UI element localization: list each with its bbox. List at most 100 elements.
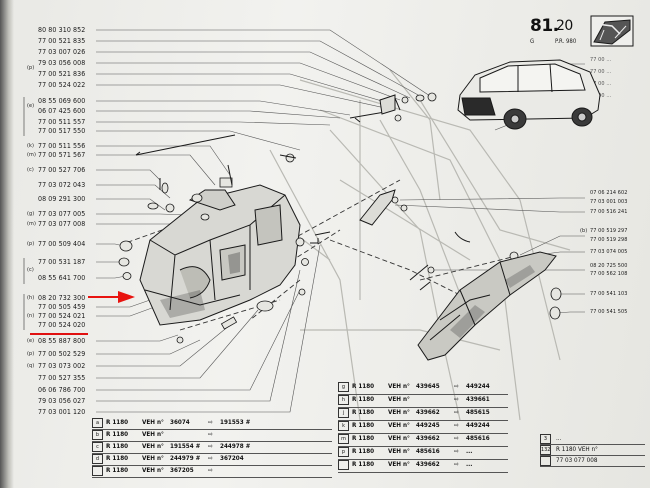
arrow-right-icon: ⇨ [454,448,459,455]
cell-n2: ... [466,461,473,468]
part-code-c15: 08 09 291 300 [38,195,86,203]
part-code-c03: 77 03 007 026 [38,48,86,56]
page-pr-label: P.R. 980 [555,38,577,45]
cell-model: R 1180 [352,435,375,442]
row-letter [338,460,349,470]
part-code-r05: 77 00 519 298 [590,237,628,243]
table-divider [92,429,332,430]
arrow-right-icon: ⇨ [454,383,459,390]
table-divider [540,444,645,445]
part-code-c17: 77 03 077 008 [38,220,86,228]
cell-text: R 1180 VEH n° [556,446,598,453]
part-code-c19: 77 00 531 187 [38,258,86,266]
cell-veh: VEH n° [142,467,164,474]
prefix-p13: (p) [27,351,35,357]
cell-model: R 1180 [106,443,129,450]
part-code-r03: 77 00 516 241 [590,209,628,215]
cell-n2: 485616 [466,435,490,442]
part-code-c22: 77 00 505 459 [38,303,86,311]
part-code-r07: 08 20 725 500 [590,263,628,269]
part-code-c07: 08 55 069 600 [38,97,86,105]
cell-n1: 439662 [416,409,440,416]
prefix-p08: (p) [27,241,35,247]
part-code-t03: 77 00 ... [590,81,612,87]
part-code-c28: 77 00 527 355 [38,374,86,382]
part-code-c20: 08 55 641 700 [38,274,86,282]
prefix-p07: (m) [27,221,36,227]
part-code-t04: 77 00 ... [590,93,612,99]
part-code-t01: 77 00 ... [590,57,612,63]
part-code-c29: 06 06 786 700 [38,386,86,394]
part-code-c25: 08 55 887 800 [38,337,86,345]
table-divider [92,441,332,442]
cell-n2: 449244 [466,422,490,429]
table-divider [338,433,508,434]
part-code-c26: 77 00 502 529 [38,350,86,358]
table-row: 3... [540,434,645,444]
arrow-right-icon: ⇨ [454,409,459,416]
cell-n1: 36074 [170,419,190,426]
part-code-c09: 77 00 511 557 [38,118,86,126]
heater-box-assembly [139,184,301,326]
part-code-c24: 77 00 524 020 [38,321,86,329]
row-letter: 3 [540,434,551,444]
cell-text: 77 03 077 008 [556,457,598,464]
arrow-right-icon: ⇨ [454,461,459,468]
prefix-p14: (q) [27,363,35,369]
cell-n1: 367205 [170,467,194,474]
page-number: 81. [530,16,559,36]
part-code-c21: 08 20 732 300 [38,294,86,302]
cell-model: R 1180 [352,422,375,429]
cell-n1: 191554 # [170,443,201,450]
cell-model: R 1180 [352,396,375,403]
prefix-p05: (c) [27,167,34,173]
air-intake-duct [417,251,557,361]
header-pictogram-icon [590,15,634,47]
row-letter [540,456,551,466]
prefix-p01: (p) [27,65,35,71]
cell-n1: 439662 [416,461,440,468]
cell-n1: 439662 [416,435,440,442]
prefix-p02: (e) [27,103,35,109]
row-letter: k [338,421,349,431]
duct-shading [450,265,535,338]
cell-model: R 1180 [106,419,129,426]
table-divider [338,472,508,473]
row-letter: c [92,442,103,452]
part-code-c02: 77 00 521 835 [38,37,86,45]
part-code-c01: 80 80 310 852 [38,26,86,34]
cell-model: R 1180 [106,431,129,438]
part-code-c12: 77 00 571 567 [38,151,86,159]
row-letter: a [92,418,103,428]
prefix-p04: (m) [27,152,36,158]
part-code-c06: 77 00 524 022 [38,81,86,89]
cell-n2: 244978 # [220,443,251,450]
prefix-p10: (h) [27,295,35,301]
cell-veh: VEH n° [388,409,410,416]
table-divider [540,466,645,467]
cell-veh: VEH n° [388,422,410,429]
part-code-r06: 77 03 074 005 [590,249,628,255]
table-row: 77 03 077 008 [540,456,645,466]
part-code-c14: 77 03 072 043 [38,181,86,189]
heater-box-shading [160,252,240,318]
part-code-r04: 77 00 519 297 [590,228,628,234]
car-illustration [457,59,601,130]
cell-model: R 1180 [352,383,375,390]
part-code-c30: 79 03 056 027 [38,397,86,405]
part-code-r02: 77 03 001 003 [590,199,628,205]
